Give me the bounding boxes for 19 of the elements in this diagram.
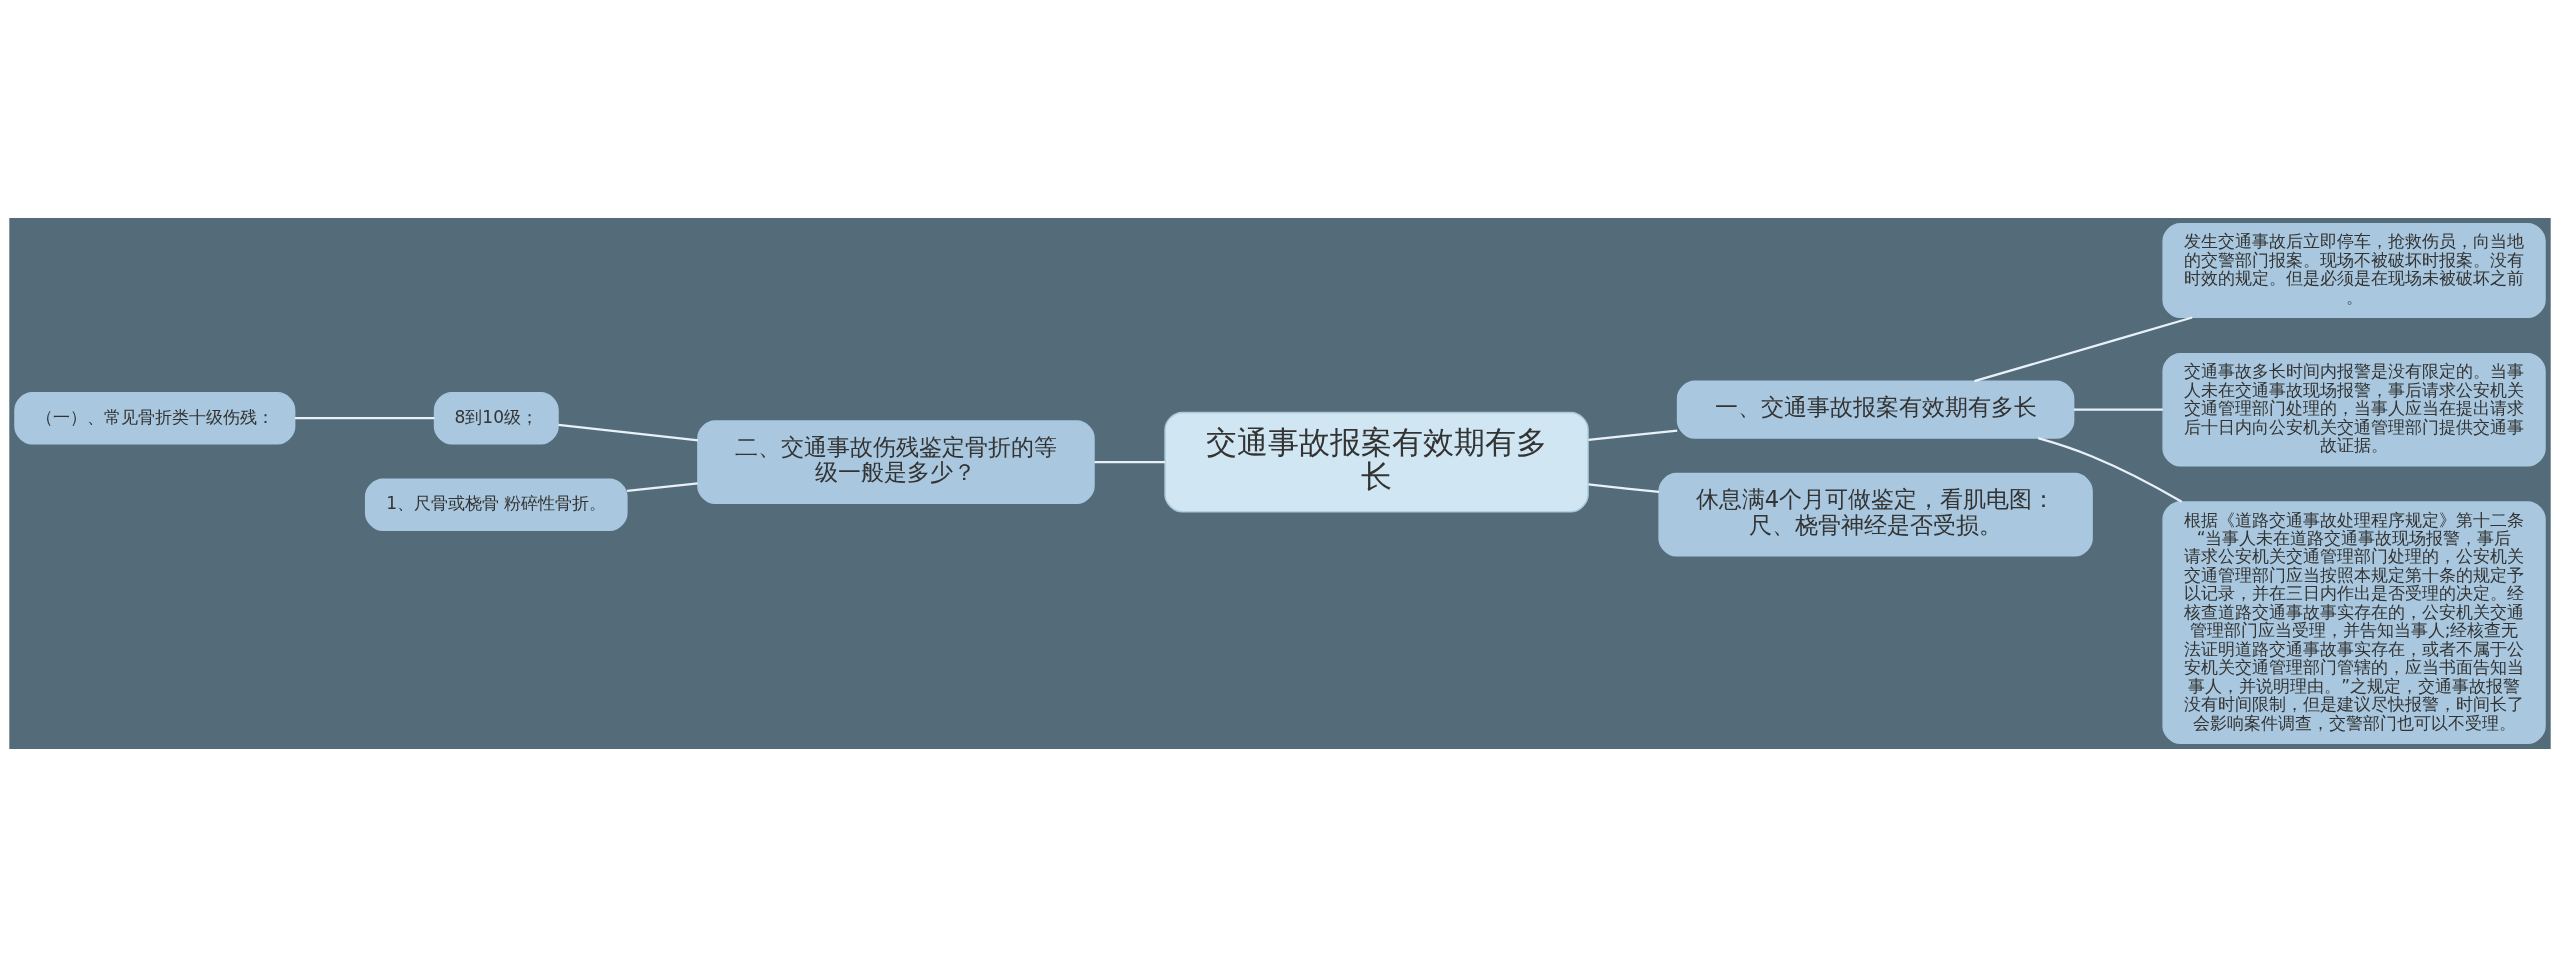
node-box: 二、交通事故伤残鉴定骨折的等级一般是多少？ [697,420,1095,505]
node-box: 交通事故报案有效期有多长 [1164,411,1589,513]
connector [2073,408,2163,411]
node-box: 根据《道路交通事故处理程序规定》第十二条 “当事人未在道路交通事故现场报警，事后请求公安机关交通管理部门处理的，公安机关交通管理部门应当按照本规定第十条的规定予以记录，并在三日内作出是否受理的决定。经核查道路交通事故事实存在的，公安机关交通管理部门应当受理，并告知当事人;经核查无法证明道路交通事故事实存在，或者不属于公安机关交通管理部门管辖的，应当书面告知当事人，并说明理由。”之规定，交通事故报警没有时间限制，但是建议尽快报警，时间长了会影响案件调查，交警部门也可以不受理。 [2162,501,2546,745]
connector [1974,316,2193,383]
node-box: 休息满4个月可做鉴定，看肌电图：尺、桡骨神经是否受损。 [1658,472,2093,557]
node-box: 交通事故多长时间内报警是没有限定的。当事人未在交通事故现场报警，事后请求公安机关交通管理部门处理的，当事人应当在提出请求后十日内向公安机关交通管理部门提供交通事故证据。 [2162,352,2546,467]
connector [558,423,698,442]
connector [2037,437,2183,503]
node-box: 发生交通事故后立即停车，抢救伤员，向当地的交警部门报案。现场不被破坏时报案。没有时效的规定。但是必须是在现场未被破坏之前。 [2162,222,2546,319]
node-box: 1、尺骨或桡骨 粉碎性骨折。 [364,478,628,532]
connector [626,482,698,493]
connector [1588,483,1660,494]
connector [1094,461,1165,464]
connector [294,417,435,420]
connector [1588,429,1678,442]
node-box: 一、交通事故报案有效期有多长 [1676,380,2075,439]
node-box: （一）、常见骨折类十级伤残： [14,391,296,445]
node-box: 8到10级； [433,391,559,445]
